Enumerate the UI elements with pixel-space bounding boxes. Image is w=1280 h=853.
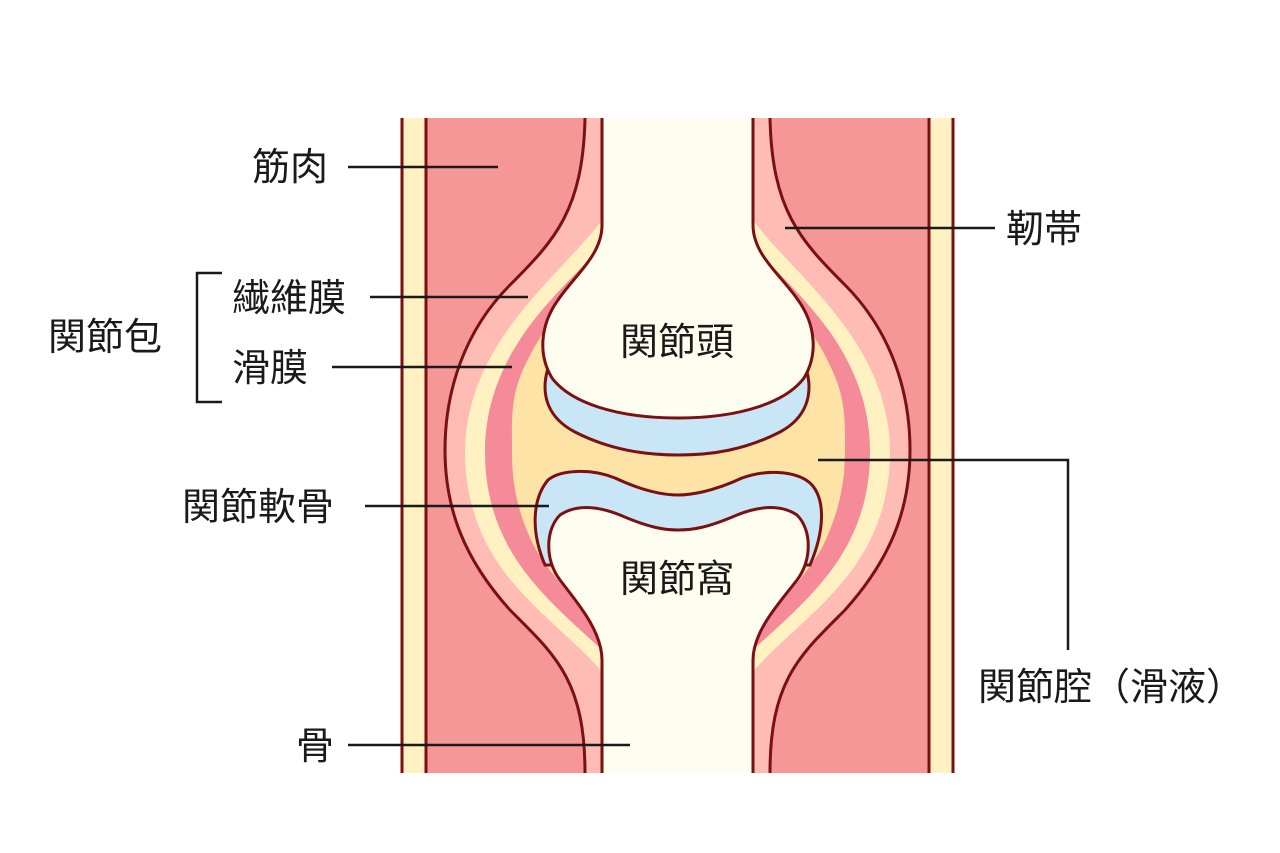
joint-capsule-bracket <box>195 271 222 404</box>
lower-bone <box>548 507 809 773</box>
lower-bone-outline <box>547 506 810 773</box>
label-joint-head: 関節頭 <box>620 320 735 364</box>
leader-joint-cavity <box>818 458 1070 650</box>
label-fibrous-membrane: 繊維膜 <box>232 276 347 320</box>
label-synovial-membrane: 滑膜 <box>232 346 309 390</box>
label-joint-capsule: 関節包 <box>48 315 163 359</box>
label-muscle: 筋肉 <box>252 145 329 189</box>
right-capsule-outline <box>768 117 912 774</box>
label-bone: 骨 <box>296 724 335 768</box>
label-joint-socket: 関節窩 <box>620 557 735 601</box>
label-joint-cavity: 関節腔（滑液） <box>978 665 1245 709</box>
upper-bone-outline <box>541 118 815 420</box>
label-articular-cartilage: 関節軟骨 <box>182 485 335 529</box>
right-outer-strip <box>929 118 953 773</box>
label-ligament: 靭帯 <box>1006 207 1083 251</box>
left-outer-strip <box>402 118 426 773</box>
upper-bone <box>542 118 814 418</box>
left-capsule-outline <box>443 117 587 774</box>
